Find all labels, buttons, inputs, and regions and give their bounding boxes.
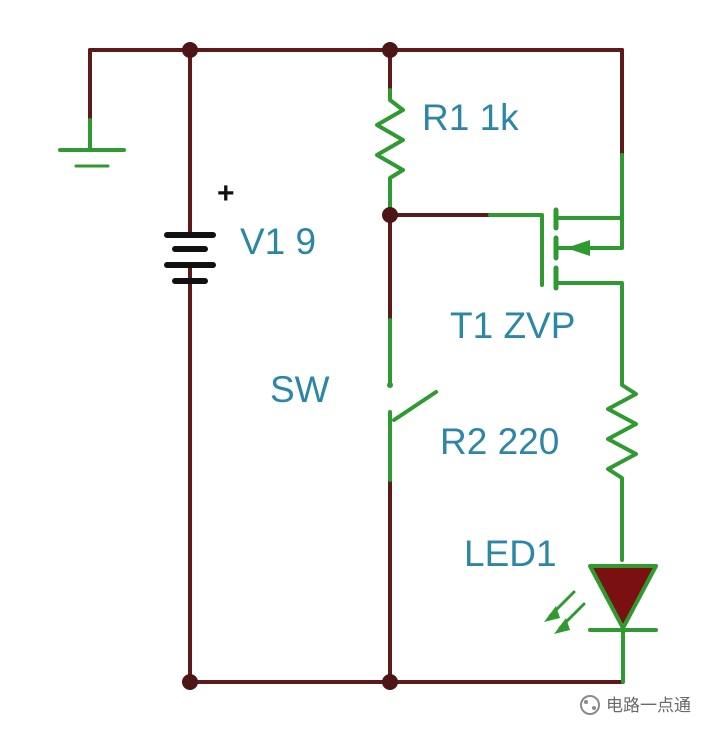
label-v1: V1 9 xyxy=(240,221,316,262)
battery-plate-3 xyxy=(164,262,216,268)
battery-plate-4 xyxy=(172,278,208,284)
battery-plate-2 xyxy=(172,246,208,252)
t1-drain-lead xyxy=(554,281,624,357)
label-t1: T1 ZVP xyxy=(450,305,575,346)
label-battery-plus: + xyxy=(217,177,235,210)
t1-arrow xyxy=(566,240,590,256)
wechat-official-account-icon xyxy=(580,695,600,715)
t1-gate-lead xyxy=(488,213,544,287)
label-sw: SW xyxy=(270,369,330,410)
resistor-r2 xyxy=(606,353,638,562)
led-light-arrowhead-1 xyxy=(544,606,560,622)
dark-wires xyxy=(88,48,624,684)
resistor-r1 xyxy=(375,88,405,217)
t1-source-lead xyxy=(554,153,624,220)
r2-zigzag xyxy=(606,353,638,562)
node-bottom-battery xyxy=(182,674,198,690)
junction-nodes xyxy=(182,42,398,690)
watermark-text: 电路一点通 xyxy=(606,696,691,716)
led-light-arrowhead-2 xyxy=(554,618,570,634)
label-r1: R1 1k xyxy=(422,97,519,138)
node-top-r1 xyxy=(382,42,398,58)
watermark: 电路一点通 xyxy=(580,695,691,716)
led-led1 xyxy=(544,564,658,684)
led-triangle xyxy=(588,564,658,630)
component-labels: R1 1k + V1 9 T1 ZVP SW R2 220 LED1 xyxy=(217,97,575,574)
node-gate xyxy=(382,207,398,223)
node-bottom-switch xyxy=(382,674,398,690)
r1-zigzag xyxy=(375,88,405,217)
node-top-battery xyxy=(182,42,198,58)
label-r2: R2 220 xyxy=(440,421,559,462)
ground-symbol xyxy=(58,118,126,168)
label-led1: LED1 xyxy=(464,533,557,574)
battery-v1 xyxy=(164,232,216,284)
sw-top-contact xyxy=(387,382,393,388)
mosfet-t1 xyxy=(488,153,624,357)
battery-plate-1 xyxy=(164,232,216,238)
sw-blade xyxy=(392,390,438,422)
switch-sw xyxy=(387,318,438,482)
